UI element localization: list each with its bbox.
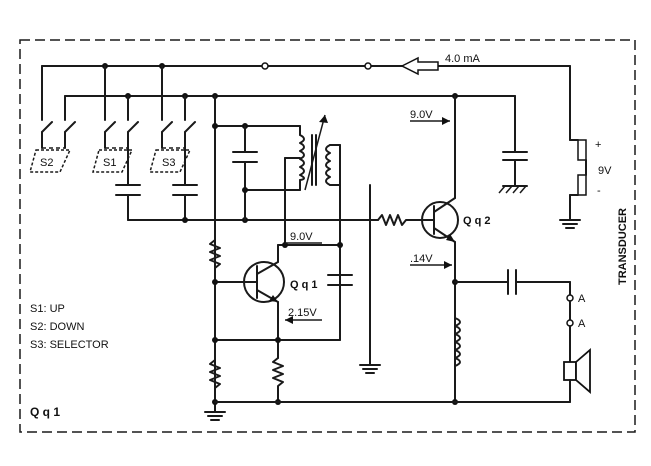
inductor — [454, 317, 461, 367]
legend-selector: S3: SELECTOR — [30, 339, 109, 351]
transistor-qq1 — [214, 261, 285, 303]
switch-legend: S1: UP S2: DOWN S3: SELECTOR — [30, 300, 109, 354]
capacitor-c4 — [327, 274, 353, 341]
variable-transformer — [299, 114, 341, 291]
vqq1-emit-label: 2.15V — [288, 307, 317, 319]
ground-middle-icon — [359, 364, 381, 374]
switch-s2: S2 — [29, 65, 76, 173]
bypass-capacitor — [498, 95, 528, 194]
minus-label: - — [597, 185, 601, 197]
legend-down: S2: DOWN — [30, 321, 85, 333]
resistor-r2 — [209, 359, 221, 389]
qq2-label: Q q 2 — [463, 215, 491, 227]
qq1-label: Q q 1 — [290, 279, 318, 291]
resistor-r1 — [209, 239, 221, 269]
supply-label: 9V — [598, 165, 612, 177]
enclosure-border — [19, 39, 636, 433]
vqq1-col-label: 9.0V — [290, 231, 313, 243]
transducer-label: TRANSDUCER — [617, 208, 629, 285]
transistor-qq2 — [413, 197, 459, 243]
switch-s3: S3 — [149, 65, 196, 173]
capacitor-c2 — [172, 147, 198, 221]
corner-label: Q q 1 — [30, 405, 61, 419]
capacitor-c1 — [115, 147, 141, 221]
battery-9v — [569, 139, 587, 221]
vtop-label: 9.0V — [410, 109, 433, 121]
plus-label: + — [595, 139, 601, 151]
current-label: 4.0 mA — [445, 53, 481, 65]
output-capacitor — [507, 269, 517, 295]
speaker-icon — [563, 348, 591, 394]
terminal-right — [364, 62, 372, 70]
resistor-r3 — [272, 357, 284, 403]
a1-label: A — [578, 293, 586, 305]
resistor-base-qq2 — [377, 214, 415, 226]
vqq2-emit-label: .14V — [410, 253, 433, 265]
ground-left-icon — [204, 411, 226, 421]
capacitor-c3 — [232, 125, 258, 221]
a2-label: A — [578, 318, 586, 330]
terminal-left — [261, 62, 269, 70]
s2-label: S2 — [40, 157, 53, 169]
ground-battery-icon — [559, 219, 581, 229]
s1-label: S1 — [103, 157, 116, 169]
switch-s1: S1 — [92, 65, 139, 173]
legend-up: S1: UP — [30, 303, 65, 315]
s3-label: S3 — [162, 157, 175, 169]
current-arrow-icon — [400, 56, 439, 76]
